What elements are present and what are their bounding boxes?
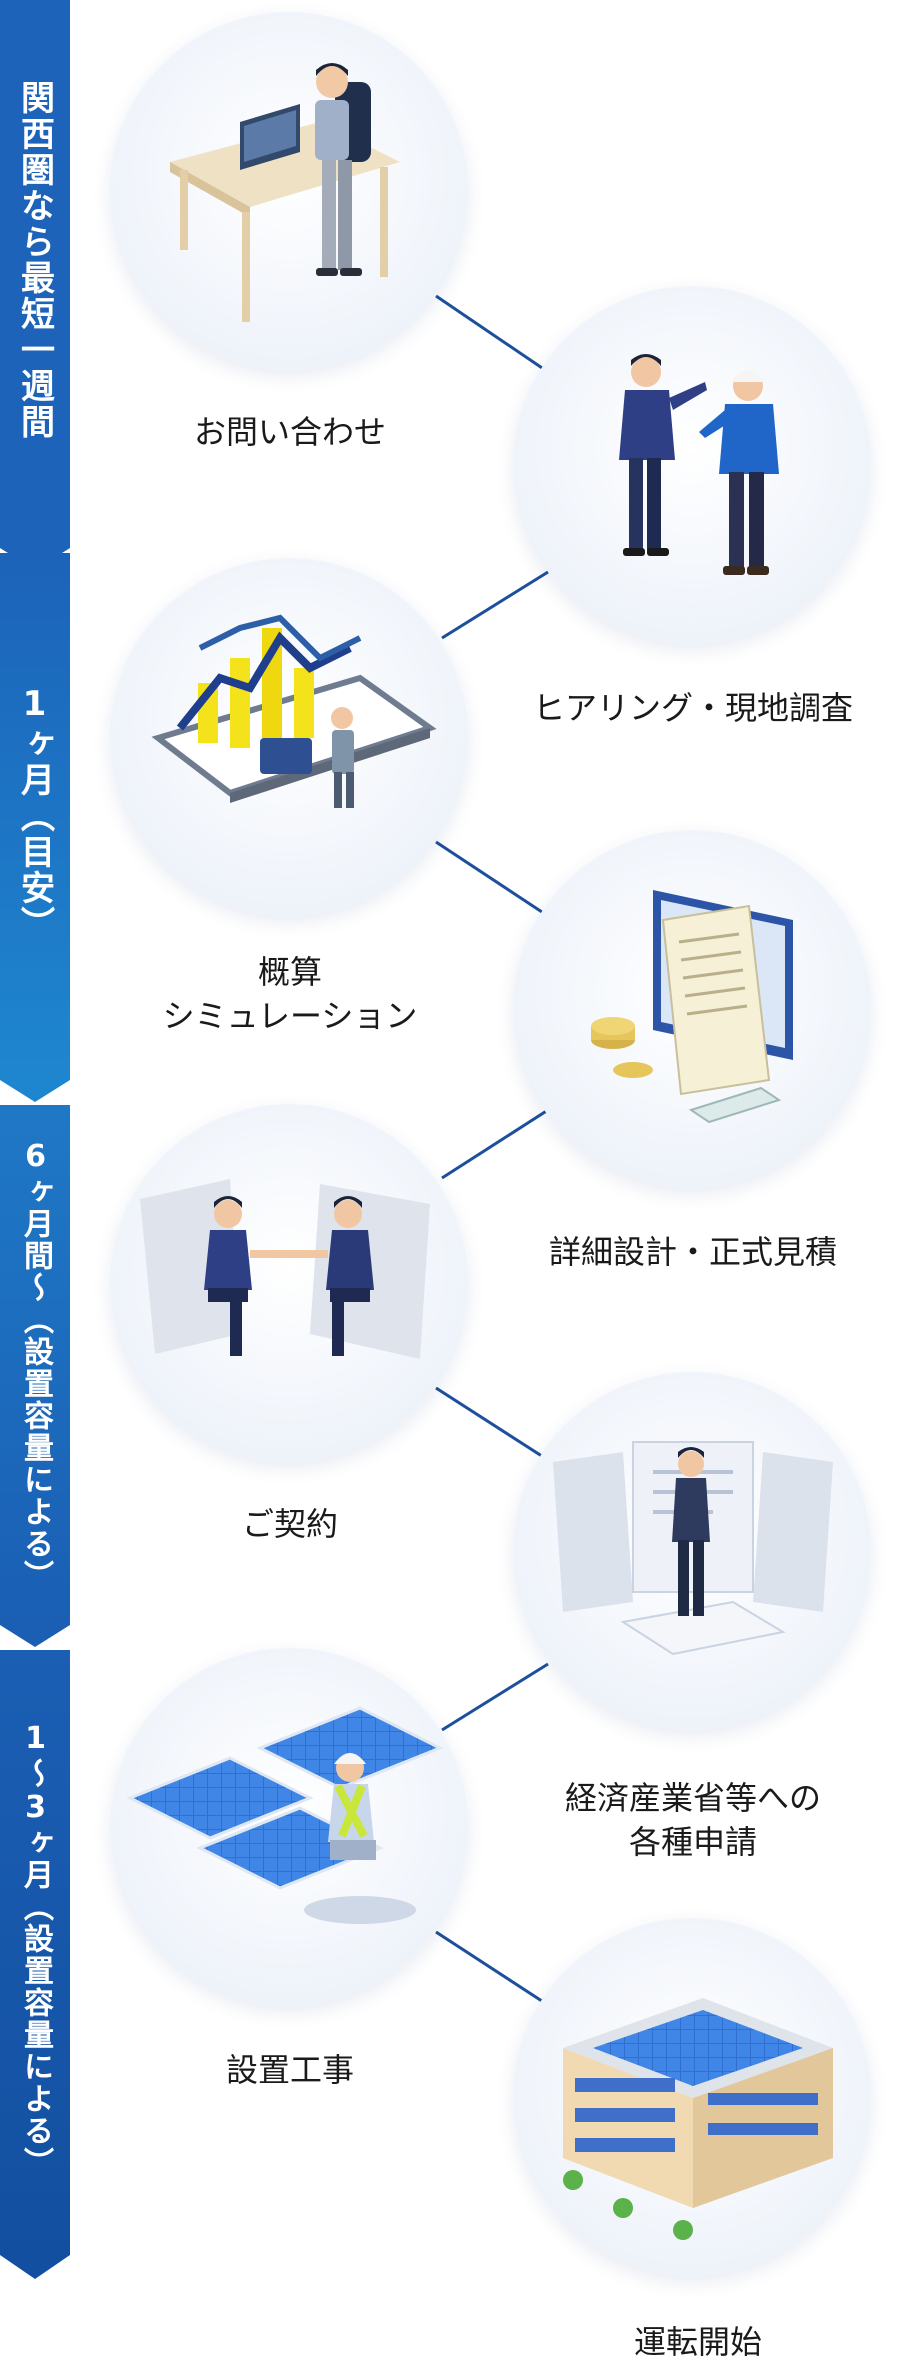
phase-label: 関西圏なら最短一週間 bbox=[14, 80, 55, 440]
step-label-line: 概算 bbox=[257, 953, 322, 991]
application-documents-icon bbox=[553, 1441, 833, 1656]
phase-bar-1: 関西圏なら最短一週間 bbox=[0, 0, 70, 548]
step-label-installation: 設置工事 bbox=[225, 2051, 354, 2089]
step-label-operation: 運転開始 bbox=[633, 2323, 762, 2361]
step-circle-application bbox=[513, 1372, 871, 1730]
phase-label: 1〜3ヶ月（設置容量による） bbox=[18, 1721, 53, 2179]
step-circle-inquiry bbox=[110, 12, 468, 370]
step-label-contract: ご契約 bbox=[241, 1505, 338, 1543]
estimate-monitor-icon bbox=[591, 890, 793, 1124]
step-label-simulation: 概算 シミュレーション bbox=[110, 950, 470, 1038]
phase-arrow-3 bbox=[0, 1625, 70, 1647]
step-circle-installation bbox=[110, 1648, 468, 2006]
solar-building-icon bbox=[563, 1998, 833, 2240]
meeting-worker-icon bbox=[619, 354, 779, 575]
step-label-hearing: ヒアリング・現地調査 bbox=[532, 689, 853, 727]
step-label-application: 経済産業省等への 各種申請 bbox=[513, 1776, 873, 1864]
office-worker-desk-icon bbox=[170, 63, 400, 322]
phase-bar-4: 1〜3ヶ月（設置容量による） bbox=[0, 1650, 70, 2255]
chart-simulation-icon bbox=[151, 614, 437, 808]
step-circle-operation bbox=[513, 1918, 871, 2276]
phase-bar-3: 6ヶ月間〜（設置容量による） bbox=[0, 1105, 70, 1625]
step-circle-estimate bbox=[513, 830, 871, 1188]
phase-label: 6ヶ月間〜（設置容量による） bbox=[18, 1138, 53, 1592]
step-label-inquiry: お問い合わせ bbox=[193, 413, 386, 451]
phase-label: 1ヶ月（目安） bbox=[14, 684, 55, 942]
step-label-estimate: 詳細設計・正式見積 bbox=[548, 1233, 837, 1271]
step-circle-hearing bbox=[513, 286, 871, 644]
step-label-line: 経済産業省等への bbox=[564, 1779, 821, 1817]
phase-arrow-2 bbox=[0, 1080, 70, 1102]
step-circle-simulation bbox=[110, 558, 468, 916]
step-label-line: 各種申請 bbox=[628, 1823, 757, 1861]
step-circle-contract bbox=[110, 1104, 468, 1462]
handshake-icon bbox=[140, 1179, 430, 1359]
solar-installation-icon bbox=[126, 1706, 444, 1924]
step-label-line: シミュレーション bbox=[162, 997, 418, 1035]
phase-bar-2: 1ヶ月（目安） bbox=[0, 553, 70, 1080]
phase-arrow-4 bbox=[0, 2255, 70, 2279]
